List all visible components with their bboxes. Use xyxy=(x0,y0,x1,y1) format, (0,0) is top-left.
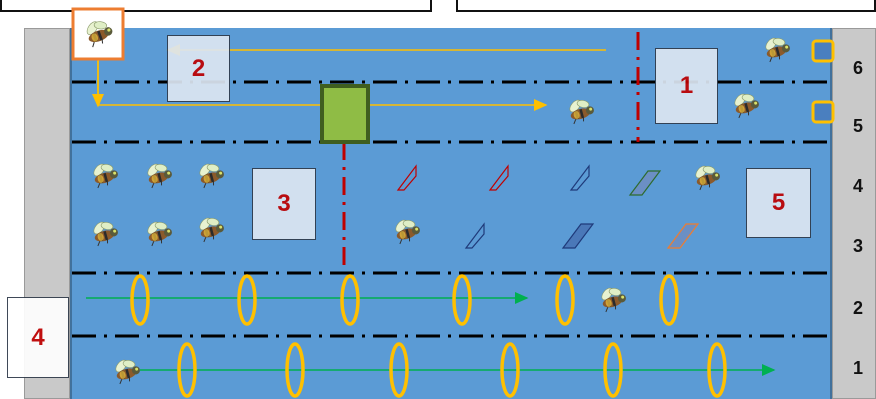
square-buoy-icon xyxy=(813,102,833,122)
float-ring-icon xyxy=(454,276,470,324)
wedge-marker-icon xyxy=(490,166,508,190)
zone-1: 1 xyxy=(655,48,718,124)
wedge-marker-icon xyxy=(630,171,660,195)
bee-icon xyxy=(692,161,722,191)
bee-icon xyxy=(144,159,174,189)
float-ring-icon xyxy=(239,276,255,324)
float-ring-icon xyxy=(342,276,358,324)
bee-icon xyxy=(144,217,174,247)
bee-icon xyxy=(196,213,226,243)
float-rings-lane-2 xyxy=(132,276,677,324)
wedge-marker-icon xyxy=(466,224,484,248)
zone-3: 3 xyxy=(252,168,316,240)
wedge-marker-icon xyxy=(668,224,698,248)
drone-icon xyxy=(322,86,368,142)
wedge-marker-icon xyxy=(563,224,593,248)
bee-icon xyxy=(112,355,142,385)
wedge-marker-icon xyxy=(571,166,589,190)
zone-5: 5 xyxy=(746,168,811,238)
bee-icon xyxy=(566,95,596,125)
bee-icon xyxy=(90,217,120,247)
bee-icon xyxy=(90,159,120,189)
bee-icon xyxy=(196,159,226,189)
square-buoy-icon xyxy=(813,41,833,61)
float-ring-icon xyxy=(661,276,677,324)
bee-icon xyxy=(731,89,761,119)
zone-2: 2 xyxy=(167,35,230,102)
float-ring-icon xyxy=(557,276,573,324)
bee-icon xyxy=(598,283,628,313)
zone-4: 4 xyxy=(7,297,69,378)
float-ring-icon xyxy=(132,276,148,324)
bee-icon xyxy=(762,33,792,63)
wedge-markers xyxy=(398,166,698,248)
wedge-marker-icon xyxy=(398,166,416,190)
bee-icon xyxy=(392,215,422,245)
